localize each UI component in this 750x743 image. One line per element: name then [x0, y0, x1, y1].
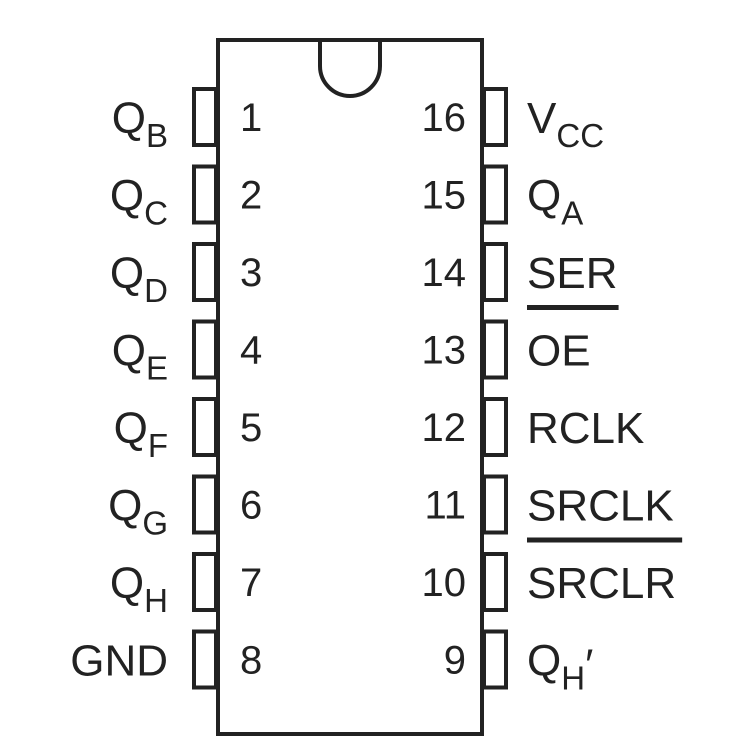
pin-3-label: QD	[110, 249, 168, 309]
pin-3-label-main: Q	[110, 249, 144, 298]
pin-1-label-subscript: B	[146, 117, 168, 154]
pin-14-label-main: SER	[527, 249, 617, 298]
pin-11-lead	[482, 474, 508, 535]
pin-16-lead	[482, 87, 508, 147]
pin-14-number: 14	[422, 251, 467, 295]
pin-8-label-main: GND	[70, 637, 168, 686]
pin-16-label-subscript: CC	[556, 117, 604, 154]
pin-12-number: 12	[422, 406, 467, 450]
pin-10-label: SRCLR	[527, 559, 676, 608]
pin-9-label: QH′	[527, 637, 593, 697]
pin-6-label-subscript: G	[142, 505, 168, 542]
pin-6-lead	[192, 474, 218, 535]
pin-15-label-main: Q	[527, 172, 561, 221]
pin-1-label: QB	[112, 94, 168, 154]
pin-9-lead	[482, 629, 508, 690]
pin-12-lead	[482, 397, 508, 457]
pin-9-label-subscript: H	[561, 660, 585, 697]
pin-5-label-subscript: F	[148, 427, 168, 464]
pin-7-label: QH	[110, 559, 168, 619]
pin-2-label-subscript: C	[144, 195, 168, 232]
pin-12-label: RCLK	[527, 404, 644, 453]
pin-14-lead	[482, 242, 508, 302]
pin-11-number: 11	[424, 484, 466, 528]
pin-10-number: 10	[422, 561, 467, 605]
pin-7-lead	[192, 552, 218, 612]
pin-11-label: SRCLK	[527, 482, 674, 531]
pin-1-lead	[192, 87, 218, 147]
pin-7-label-subscript: H	[144, 582, 168, 619]
pin-13-label-main: OE	[527, 327, 591, 376]
pin-4-lead	[192, 319, 218, 380]
pin-7-label-main: Q	[110, 559, 144, 608]
pin-16-label: VCC	[527, 94, 604, 154]
pin-9-number: 9	[444, 639, 466, 683]
pin-7-number: 7	[240, 561, 262, 605]
pin-10-label-main: SRCLR	[527, 559, 676, 608]
pin-4-label-subscript: E	[146, 350, 168, 387]
pin-15-lead	[482, 164, 508, 225]
pin-13-label: OE	[527, 327, 591, 376]
pin-4-label-main: Q	[112, 327, 146, 376]
pin-6-label-main: Q	[108, 482, 142, 531]
pin1-notch	[318, 42, 382, 98]
pin-2-number: 2	[240, 174, 262, 218]
pin-5-lead	[192, 397, 218, 457]
pin-15-label: QA	[527, 172, 583, 232]
pin-3-number: 3	[240, 251, 262, 295]
pin-9-label-main: Q	[527, 637, 561, 686]
pin-6-label: QG	[108, 482, 168, 542]
pin-14-label: SER	[527, 249, 617, 298]
pin-5-label: QF	[114, 404, 168, 464]
pin-8-number: 8	[240, 639, 262, 683]
pin-16-label-main: V	[527, 94, 557, 143]
pin-4-label: QE	[112, 327, 168, 387]
pin-2-label: QC	[110, 172, 168, 232]
pin-16-number: 16	[422, 96, 467, 140]
pin-13-lead	[482, 319, 508, 380]
pin-5-label-main: Q	[114, 404, 148, 453]
chip-body	[216, 38, 484, 736]
pin-8-lead	[192, 629, 218, 690]
pin-4-number: 4	[240, 329, 262, 373]
pin-2-lead	[192, 164, 218, 225]
pin-9-label-prime: ′	[585, 641, 593, 690]
pin-3-lead	[192, 242, 218, 302]
pin-15-number: 15	[422, 174, 467, 218]
pin-1-label-main: Q	[112, 94, 146, 143]
pin-11-label-main: SRCLK	[527, 482, 674, 531]
pin-3-label-subscript: D	[144, 272, 168, 309]
pin-6-number: 6	[240, 484, 262, 528]
pin-12-label-main: RCLK	[527, 404, 644, 453]
pin-13-number: 13	[422, 329, 467, 373]
pin-1-number: 1	[240, 96, 262, 140]
pin-10-lead	[482, 552, 508, 612]
pin-8-label: GND	[70, 637, 168, 686]
pin-5-number: 5	[240, 406, 262, 450]
pin-2-label-main: Q	[110, 172, 144, 221]
pin-15-label-subscript: A	[561, 195, 583, 232]
